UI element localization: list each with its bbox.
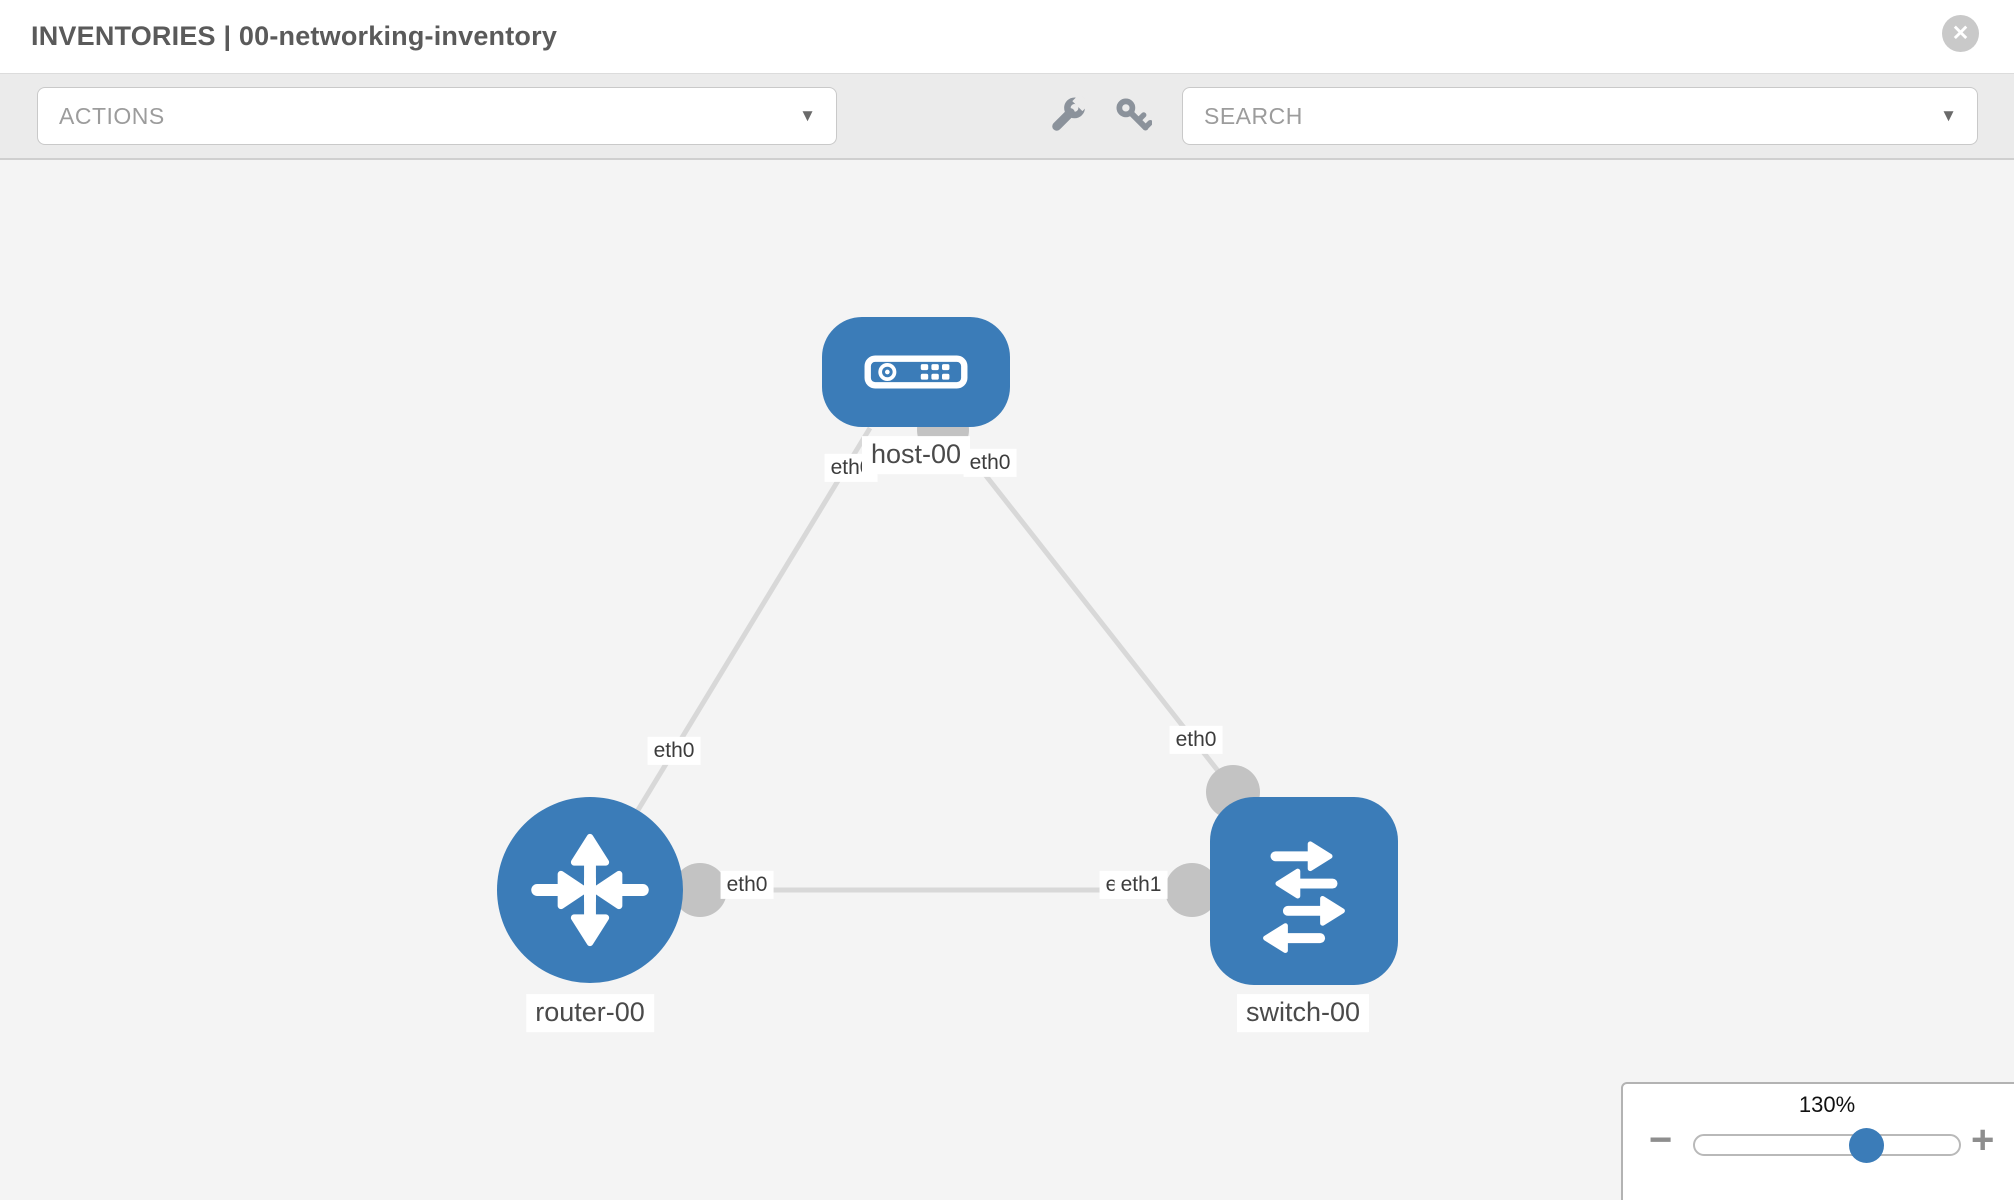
interface-label: eth0 (647, 736, 701, 766)
router-icon (531, 833, 649, 947)
zoom-panel: 130% − + (1621, 1082, 2014, 1200)
zoom-out-button[interactable]: − (1649, 1118, 1673, 1162)
topology-canvas[interactable]: eth0 host-00 eth0 eth0 eth0 eth0 eth1 et… (0, 160, 2014, 1200)
zoom-slider-track[interactable] (1693, 1128, 1961, 1163)
toolbar: ACTIONS ▼ SEARCH ▼ (0, 73, 2014, 160)
page-title: INVENTORIES | 00-networking-inventory (31, 21, 558, 51)
actions-dropdown-label: ACTIONS (59, 102, 165, 129)
close-icon: ✕ (1951, 22, 1970, 45)
zoom-in-button[interactable]: + (1971, 1118, 1995, 1162)
switch-icon (1263, 841, 1345, 953)
search-dropdown[interactable]: SEARCH ▼ (1182, 87, 1978, 145)
host-icon (864, 355, 968, 389)
wrench-icon[interactable] (1049, 96, 1087, 134)
zoom-slider-knob[interactable] (1849, 1128, 1884, 1163)
actions-dropdown[interactable]: ACTIONS ▼ (37, 87, 837, 145)
interface-label: eth0 (720, 870, 774, 900)
search-dropdown-label: SEARCH (1204, 102, 1303, 129)
node-label-host: host-00 (861, 436, 971, 474)
links-layer (632, 404, 1260, 917)
close-button[interactable]: ✕ (1942, 15, 1979, 52)
node-switch[interactable] (1210, 797, 1398, 985)
zoom-percent-label: 130% (1798, 1092, 1856, 1117)
interface-label: eth0 (1169, 725, 1223, 755)
endpoint-switch-left[interactable] (1165, 863, 1219, 917)
endpoint-router[interactable] (673, 863, 727, 917)
interface-label: eth0 (963, 448, 1017, 478)
interface-label: eth1 (1114, 870, 1168, 900)
node-host[interactable] (822, 317, 1010, 427)
node-router[interactable] (497, 797, 683, 983)
node-label-router: router-00 (526, 994, 654, 1032)
key-icon[interactable] (1114, 96, 1152, 134)
caret-down-icon: ▼ (799, 106, 816, 125)
page-header: INVENTORIES | 00-networking-inventory ✕ (0, 0, 2014, 73)
node-label-switch: switch-00 (1236, 994, 1370, 1032)
caret-down-icon: ▼ (1940, 106, 1957, 125)
